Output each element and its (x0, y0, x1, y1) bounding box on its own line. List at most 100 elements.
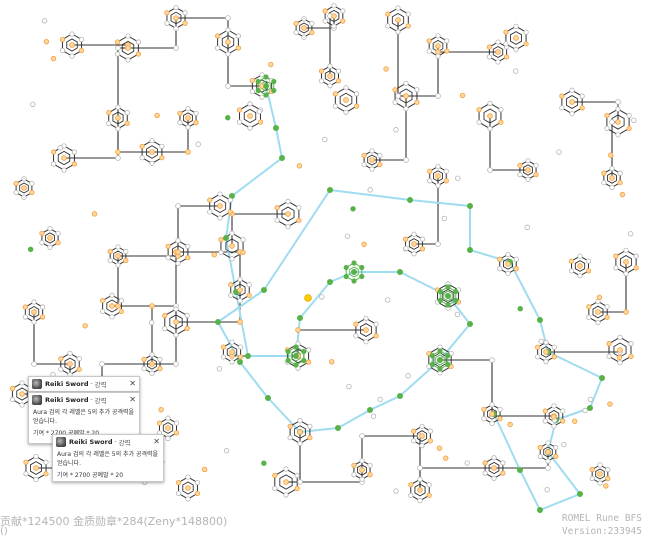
rune-node[interactable] (489, 420, 495, 426)
rune-selected-node[interactable] (301, 357, 307, 364)
rune-node[interactable] (332, 103, 338, 109)
rune-node[interactable] (487, 100, 493, 106)
rune-socket-node[interactable] (500, 470, 506, 476)
rune-socket-node[interactable] (194, 490, 201, 497)
rune-socket-node[interactable] (604, 112, 610, 119)
rune-socket-node[interactable] (616, 354, 623, 361)
rune-node[interactable] (435, 241, 441, 247)
rune-node[interactable] (579, 93, 585, 99)
rune-socket-node[interactable] (177, 110, 183, 116)
rune-selected-node[interactable] (264, 394, 271, 401)
rune-socket-node[interactable] (332, 91, 338, 97)
rune-socket-node[interactable] (513, 266, 519, 272)
rune-socket-node[interactable] (207, 197, 213, 203)
rune-node[interactable] (125, 33, 131, 39)
rune-socket-node[interactable] (367, 472, 373, 478)
rune-node[interactable] (40, 304, 46, 310)
rune-node[interactable] (185, 496, 191, 502)
rune-node[interactable] (274, 217, 280, 223)
rune-node[interactable] (476, 119, 482, 125)
rune-selected-node[interactable] (263, 83, 269, 89)
rune-node[interactable] (609, 119, 615, 125)
rune-node[interactable] (597, 480, 603, 486)
rune-node[interactable] (149, 137, 155, 144)
rune-socket-node[interactable] (40, 314, 46, 320)
rune-node[interactable] (237, 344, 244, 350)
rune-node[interactable] (489, 402, 495, 408)
rune-socket-node[interactable] (115, 303, 121, 309)
rune-socket-node[interactable] (628, 353, 634, 359)
rune-node[interactable] (393, 488, 399, 494)
rune-socket-node[interactable] (443, 455, 449, 461)
rune-socket-node[interactable] (363, 327, 369, 333)
rune-node[interactable] (441, 215, 448, 222)
rune-node[interactable] (76, 356, 82, 362)
rune-node[interactable] (482, 470, 488, 476)
rune-node[interactable] (61, 167, 67, 173)
rune-selected-node[interactable] (453, 297, 459, 304)
rune-socket-node[interactable] (237, 287, 243, 293)
rune-socket-node[interactable] (175, 249, 181, 255)
rune-node[interactable] (185, 474, 191, 480)
rune-socket-node[interactable] (149, 149, 155, 155)
rune-node[interactable] (487, 167, 493, 173)
rune-node[interactable] (237, 276, 243, 282)
rune-node[interactable] (184, 312, 190, 319)
rune-node[interactable] (21, 194, 27, 200)
rune-node[interactable] (435, 53, 441, 59)
rune-node[interactable] (31, 299, 37, 305)
rune-selected-node[interactable] (271, 87, 277, 94)
rune-node[interactable] (411, 438, 417, 444)
rune-node[interactable] (173, 25, 179, 32)
rune-socket-node[interactable] (497, 416, 503, 422)
rune-socket-node[interactable] (82, 323, 88, 329)
rune-node[interactable] (525, 176, 531, 182)
rune-selected-node[interactable] (437, 348, 443, 354)
rune-socket-node[interactable] (551, 354, 557, 360)
rune-socket-node[interactable] (504, 54, 510, 60)
rune-socket-node[interactable] (322, 8, 328, 14)
rune-socket-node[interactable] (247, 113, 253, 119)
rune-socket-node[interactable] (633, 265, 639, 271)
rune-node[interactable] (543, 359, 549, 365)
rune-socket-node[interactable] (331, 13, 337, 19)
rune-selected-node[interactable] (263, 74, 269, 80)
rune-node[interactable] (403, 245, 409, 252)
rune-node[interactable] (115, 155, 121, 161)
rune-node[interactable] (229, 256, 235, 262)
rune-socket-node[interactable] (236, 107, 243, 113)
rune-selected-node[interactable] (272, 125, 279, 132)
rune-node[interactable] (545, 440, 551, 446)
rune-node[interactable] (118, 297, 124, 304)
rune-node[interactable] (623, 271, 629, 277)
rune-socket-node[interactable] (427, 168, 433, 174)
rune-node[interactable] (159, 143, 165, 149)
rune-socket-node[interactable] (607, 401, 613, 407)
rune-node[interactable] (215, 45, 221, 51)
rune-node[interactable] (193, 110, 199, 116)
rune-socket-node[interactable] (503, 29, 509, 35)
rune-node[interactable] (149, 370, 155, 376)
rune-socket-node[interactable] (123, 257, 129, 264)
rune-node[interactable] (395, 5, 401, 11)
rune-socket-node[interactable] (354, 103, 360, 109)
rune-socket-node[interactable] (294, 485, 300, 492)
rune-socket-node[interactable] (626, 125, 632, 132)
rune-socket-node[interactable] (305, 359, 312, 365)
rune-node[interactable] (604, 304, 610, 310)
rune-node[interactable] (455, 175, 461, 181)
rune-socket-node[interactable] (617, 347, 623, 353)
rune-node[interactable] (545, 465, 551, 471)
rune-node[interactable] (225, 83, 231, 89)
rune-node[interactable] (503, 41, 509, 47)
rune-socket-node[interactable] (293, 20, 299, 27)
rune-socket-node[interactable] (297, 429, 303, 435)
rune-node[interactable] (335, 68, 342, 74)
rune-socket-node[interactable] (385, 11, 391, 17)
rune-node[interactable] (173, 4, 179, 11)
rune-socket-node[interactable] (523, 41, 529, 47)
rune-node[interactable] (195, 141, 201, 147)
rune-socket-node[interactable] (402, 236, 409, 242)
rune-node[interactable] (294, 472, 300, 479)
rune-node[interactable] (628, 341, 634, 347)
